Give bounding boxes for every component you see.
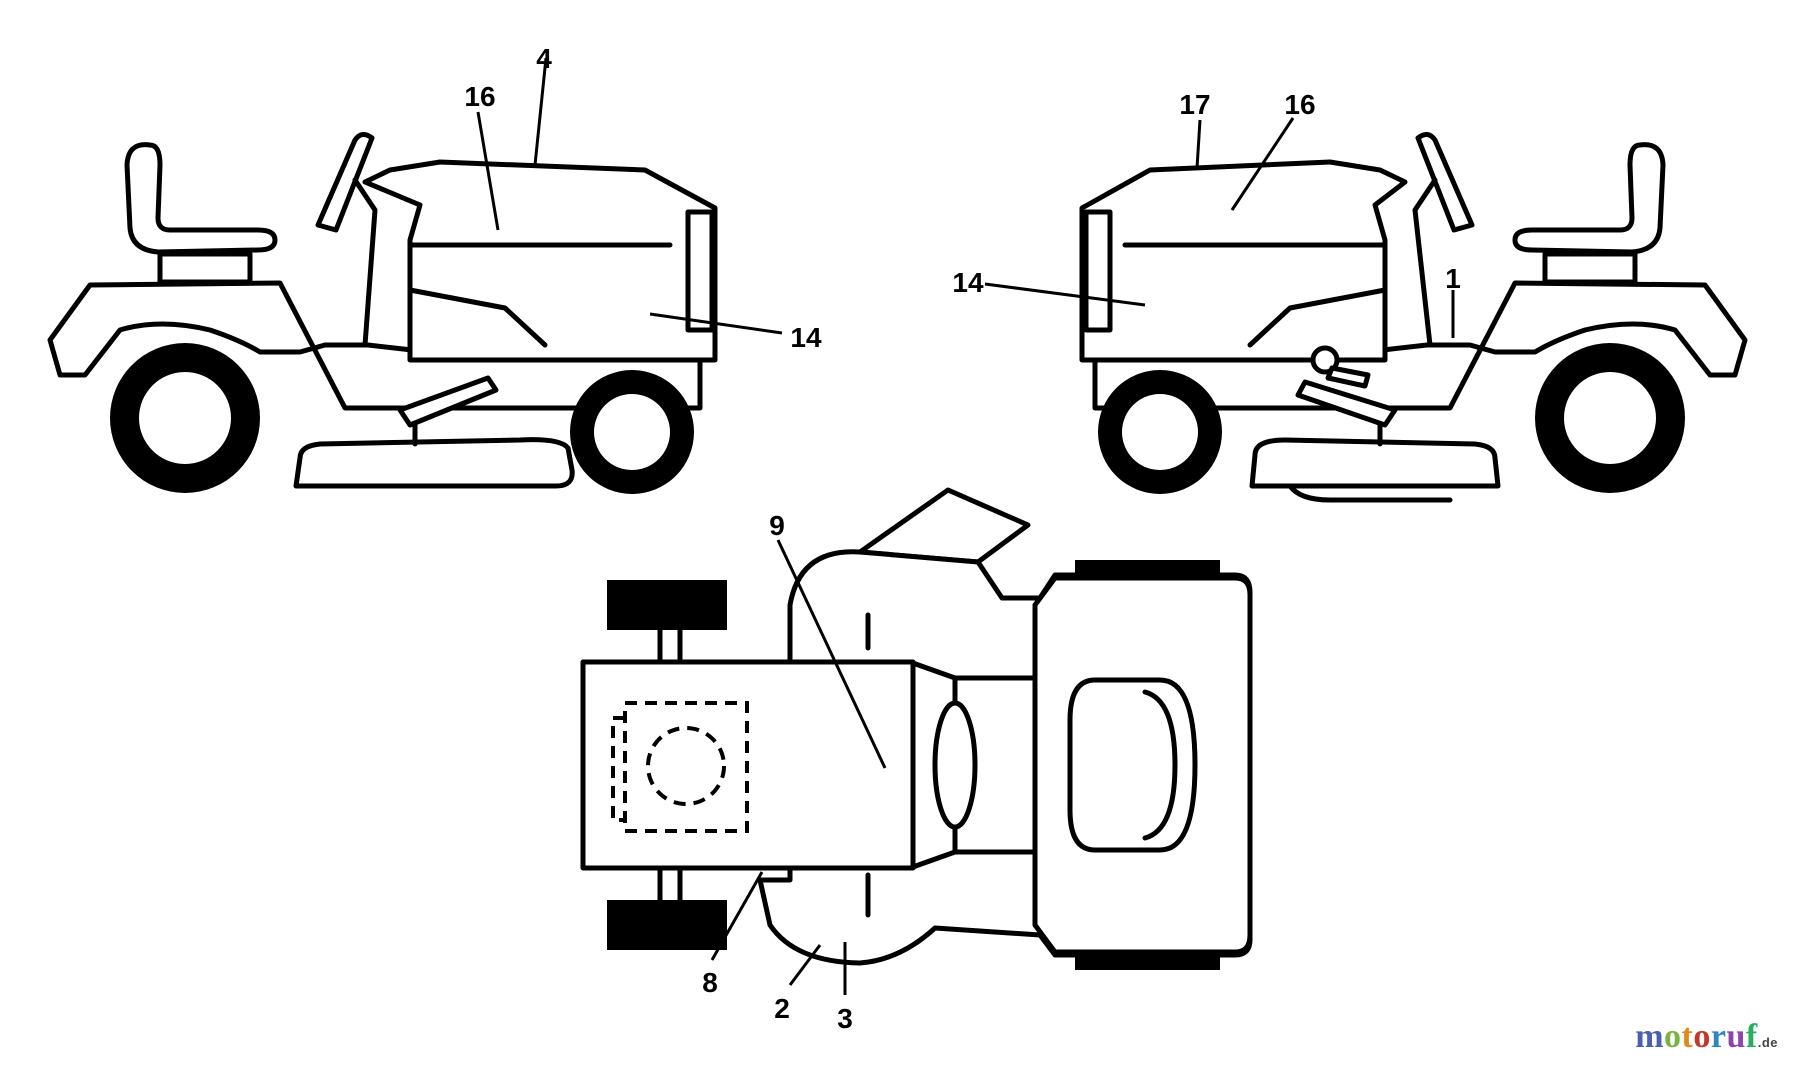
steering-wheel-top — [932, 700, 978, 830]
leader-14-right — [984, 282, 1146, 307]
watermark-suffix: .de — [1757, 1035, 1778, 1050]
front-wheel-hub — [594, 394, 670, 470]
leader-16-right — [1230, 117, 1295, 211]
watermark-letter: t — [1681, 1018, 1694, 1055]
seat — [124, 142, 278, 255]
callout-4: 4 — [536, 43, 552, 74]
watermark-letter: o — [1693, 1018, 1711, 1055]
watermark-letter: r — [1710, 1018, 1727, 1055]
mower-deck — [293, 437, 575, 489]
hood-side-line-right — [1247, 287, 1388, 348]
callout-16-left: 16 — [464, 81, 495, 112]
front-right-wheel-top — [607, 900, 727, 950]
callout-8: 8 — [702, 967, 718, 998]
steering-wheel — [315, 132, 375, 233]
callout-1: 1 — [1445, 263, 1461, 294]
deck-lip-right — [1287, 483, 1453, 503]
front-left-wheel-top — [607, 580, 727, 630]
leader-8 — [710, 871, 764, 961]
front-grille-right — [1083, 209, 1113, 333]
watermark-logo: motoruf.de — [1635, 1018, 1778, 1056]
rear-left-wheel-top — [1075, 560, 1220, 580]
rear-wheel-hub-right — [1564, 372, 1656, 464]
watermark-letter: o — [1664, 1018, 1682, 1055]
leader-2 — [788, 944, 822, 986]
hood — [362, 159, 718, 363]
seat-base-right — [1542, 251, 1638, 285]
hood-right — [1079, 159, 1408, 363]
seat-backrest-top — [1142, 689, 1178, 841]
engine-outline-side — [611, 716, 625, 822]
steering-wheel-right — [1415, 132, 1475, 233]
steering-column — [352, 177, 378, 348]
hood-side-line — [407, 287, 548, 348]
mower-deck-right — [1249, 437, 1501, 489]
pedal — [397, 375, 499, 428]
callout-17: 17 — [1179, 89, 1210, 120]
rear-wheel-hub — [139, 372, 231, 464]
tractor-right-side-view: 17 16 14 1 — [952, 89, 1748, 503]
front-grille — [685, 209, 715, 333]
leader-14-left — [649, 312, 783, 335]
callout-9: 9 — [769, 510, 785, 541]
discharge-chute — [857, 487, 1031, 565]
lever — [1325, 365, 1371, 389]
leader-4 — [533, 57, 548, 166]
rear-right-wheel-top — [1075, 950, 1220, 970]
seat-right — [1512, 142, 1666, 255]
engine-pulley-outline — [646, 726, 726, 806]
tractor-top-view: 9 8 2 3 — [580, 487, 1253, 1034]
watermark-letter: m — [1635, 1018, 1665, 1055]
seat-base — [157, 251, 253, 285]
watermark-letter: u — [1726, 1018, 1746, 1055]
front-wheel-hub-right — [1122, 394, 1198, 470]
steering-column-right — [1412, 177, 1438, 348]
callout-14-left: 14 — [790, 322, 822, 353]
callout-2: 2 — [774, 993, 790, 1024]
callout-3: 3 — [837, 1003, 853, 1034]
leader-9 — [776, 539, 887, 769]
tractor-left-side-view: 4 16 14 — [47, 43, 822, 494]
callout-16-right: 16 — [1284, 89, 1315, 120]
leader-17 — [1195, 119, 1202, 169]
pedal-right — [1295, 379, 1398, 428]
callout-14-right: 14 — [952, 267, 984, 298]
engine-outline — [623, 701, 749, 833]
leader-16-left — [476, 111, 500, 231]
seat-top — [1067, 677, 1198, 853]
watermark-letter: f — [1745, 1018, 1758, 1055]
